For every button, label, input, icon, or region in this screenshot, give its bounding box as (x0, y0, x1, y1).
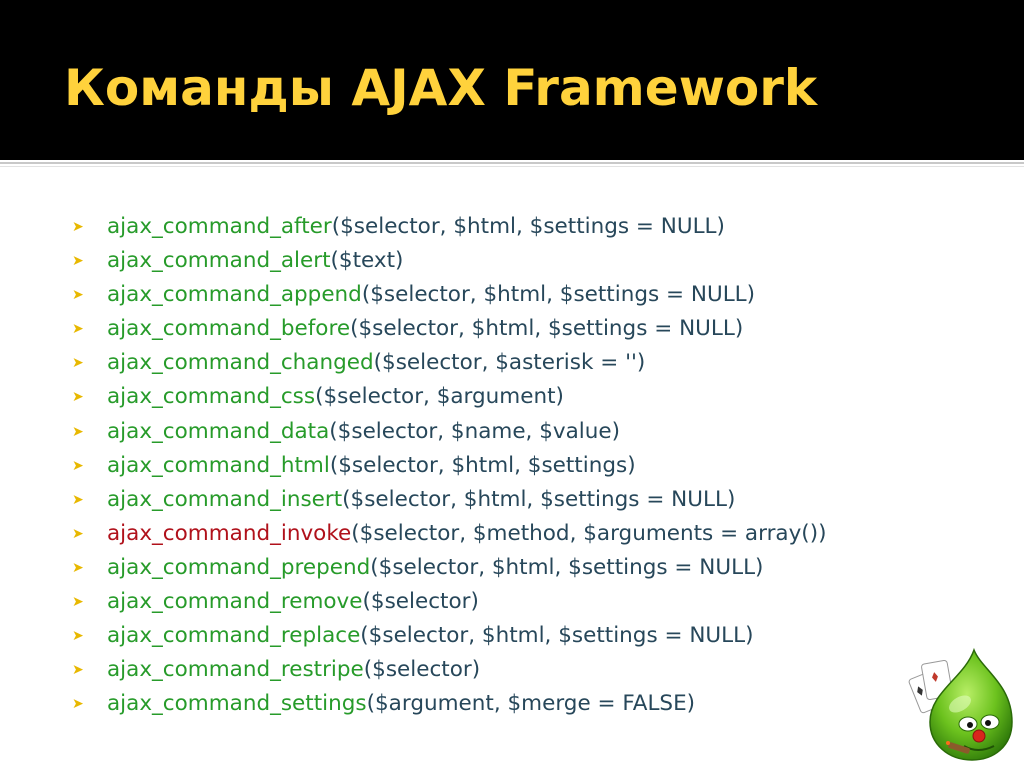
arrowhead-bullet-icon: ➤ (72, 628, 84, 645)
header-divider (0, 162, 1024, 164)
command-arguments: ($text) (330, 248, 404, 274)
command-name: ajax_command_prepend (107, 554, 371, 580)
command-name: ajax_command_append (107, 282, 362, 308)
command-arguments: ($argument, $merge = FALSE) (366, 691, 696, 717)
list-item: ➤ ajax_command_after($selector, $html, $s… (72, 210, 826, 244)
arrowhead-bullet-icon: ➤ (72, 491, 84, 508)
list-item: ➤ ajax_command_invoke($selector, $method,… (72, 517, 826, 551)
command-arguments: ($selector, $html, $settings = NULL) (360, 623, 754, 649)
command-name: ajax_command_alert (107, 248, 331, 274)
command-arguments: ($selector, $method, $arguments = array(… (351, 520, 827, 546)
command-name: ajax_command_replace (107, 623, 361, 649)
list-item: ➤ ajax_command_alert($text) (72, 244, 826, 278)
command-name: ajax_command_css (107, 384, 316, 410)
list-item: ➤ ajax_command_before($selector, $html, $… (72, 312, 826, 346)
command-name: ajax_command_restripe (107, 657, 364, 683)
title-bar: Команды AJAX Framework (0, 0, 1024, 160)
arrowhead-bullet-icon: ➤ (72, 696, 84, 713)
list-item: ➤ ajax_command_prepend($selector, $html, … (72, 551, 826, 585)
command-arguments: ($selector) (363, 657, 481, 683)
arrowhead-bullet-icon: ➤ (72, 594, 84, 611)
command-list: ➤ajax_command_after($selector, $html, $s… (72, 210, 826, 721)
command-arguments: ($selector, $html, $settings = NULL) (350, 316, 744, 342)
command-arguments: ($selector, $html, $settings = NULL) (331, 214, 725, 239)
command-name: ajax_command_changed (107, 350, 374, 376)
command-arguments: ($selector, $html, $settings) (329, 452, 636, 478)
list-item: ➤ ajax_command_css($selector, $argument) (72, 380, 826, 414)
command-arguments: ($selector, $html, $settings = NULL) (342, 486, 736, 512)
list-item: ➤ ajax_command_remove($selector) (72, 585, 826, 619)
command-name: ajax_command_settings (107, 691, 367, 717)
list-item: ➤ ajax_command_restripe($selector) (72, 653, 826, 687)
arrowhead-bullet-icon: ➤ (72, 355, 84, 372)
list-item: ➤ ajax_command_changed($selector, $asteri… (72, 346, 826, 380)
command-name: ajax_command_data (107, 418, 330, 444)
arrowhead-bullet-icon: ➤ (72, 559, 84, 576)
list-item: ➤ ajax_command_insert($selector, $html, $… (72, 483, 826, 517)
list-item: ➤ ajax_command_settings($argument, $merge… (72, 687, 826, 721)
command-arguments: ($selector) (362, 589, 479, 615)
list-item: ➤ ajax_command_html($selector, $html, $se… (72, 449, 826, 483)
command-name: ajax_command_invoke (107, 520, 352, 546)
arrowhead-bullet-icon: ➤ (72, 525, 84, 542)
command-arguments: ($selector, $html, $settings = NULL) (361, 282, 756, 308)
command-arguments: ($selector, $name, $value) (329, 418, 621, 444)
list-item: ➤ ajax_command_replace($selector, $html, … (72, 619, 826, 653)
command-name: ajax_command_html (107, 452, 330, 478)
command-arguments: ($selector, $html, $settings = NULL) (370, 554, 764, 580)
command-arguments: ($selector, $argument) (315, 384, 564, 410)
list-item: ➤ ajax_command_data($selector, $name, $va… (72, 415, 826, 449)
arrowhead-bullet-icon: ➤ (72, 253, 84, 270)
slide-title: Команды AJAX Framework (64, 59, 818, 117)
drupal-drop-mascot-icon (908, 647, 1013, 761)
command-name: ajax_command_before (107, 316, 351, 342)
command-arguments: ($selector, $asterisk = '') (373, 350, 646, 376)
command-name: ajax_command_insert (107, 486, 343, 512)
list-item: ➤ ajax_command_append($selector, $html, $… (72, 278, 826, 312)
arrowhead-bullet-icon: ➤ (72, 219, 84, 235)
arrowhead-bullet-icon: ➤ (72, 321, 84, 338)
arrowhead-bullet-icon: ➤ (72, 423, 84, 440)
arrowhead-bullet-icon: ➤ (72, 287, 84, 304)
command-name: ajax_command_remove (107, 589, 363, 615)
arrowhead-bullet-icon: ➤ (72, 662, 84, 679)
arrowhead-bullet-icon: ➤ (72, 457, 84, 474)
header-divider-thin (0, 166, 1024, 167)
command-name: ajax_command_after (107, 214, 332, 239)
arrowhead-bullet-icon: ➤ (72, 389, 84, 406)
